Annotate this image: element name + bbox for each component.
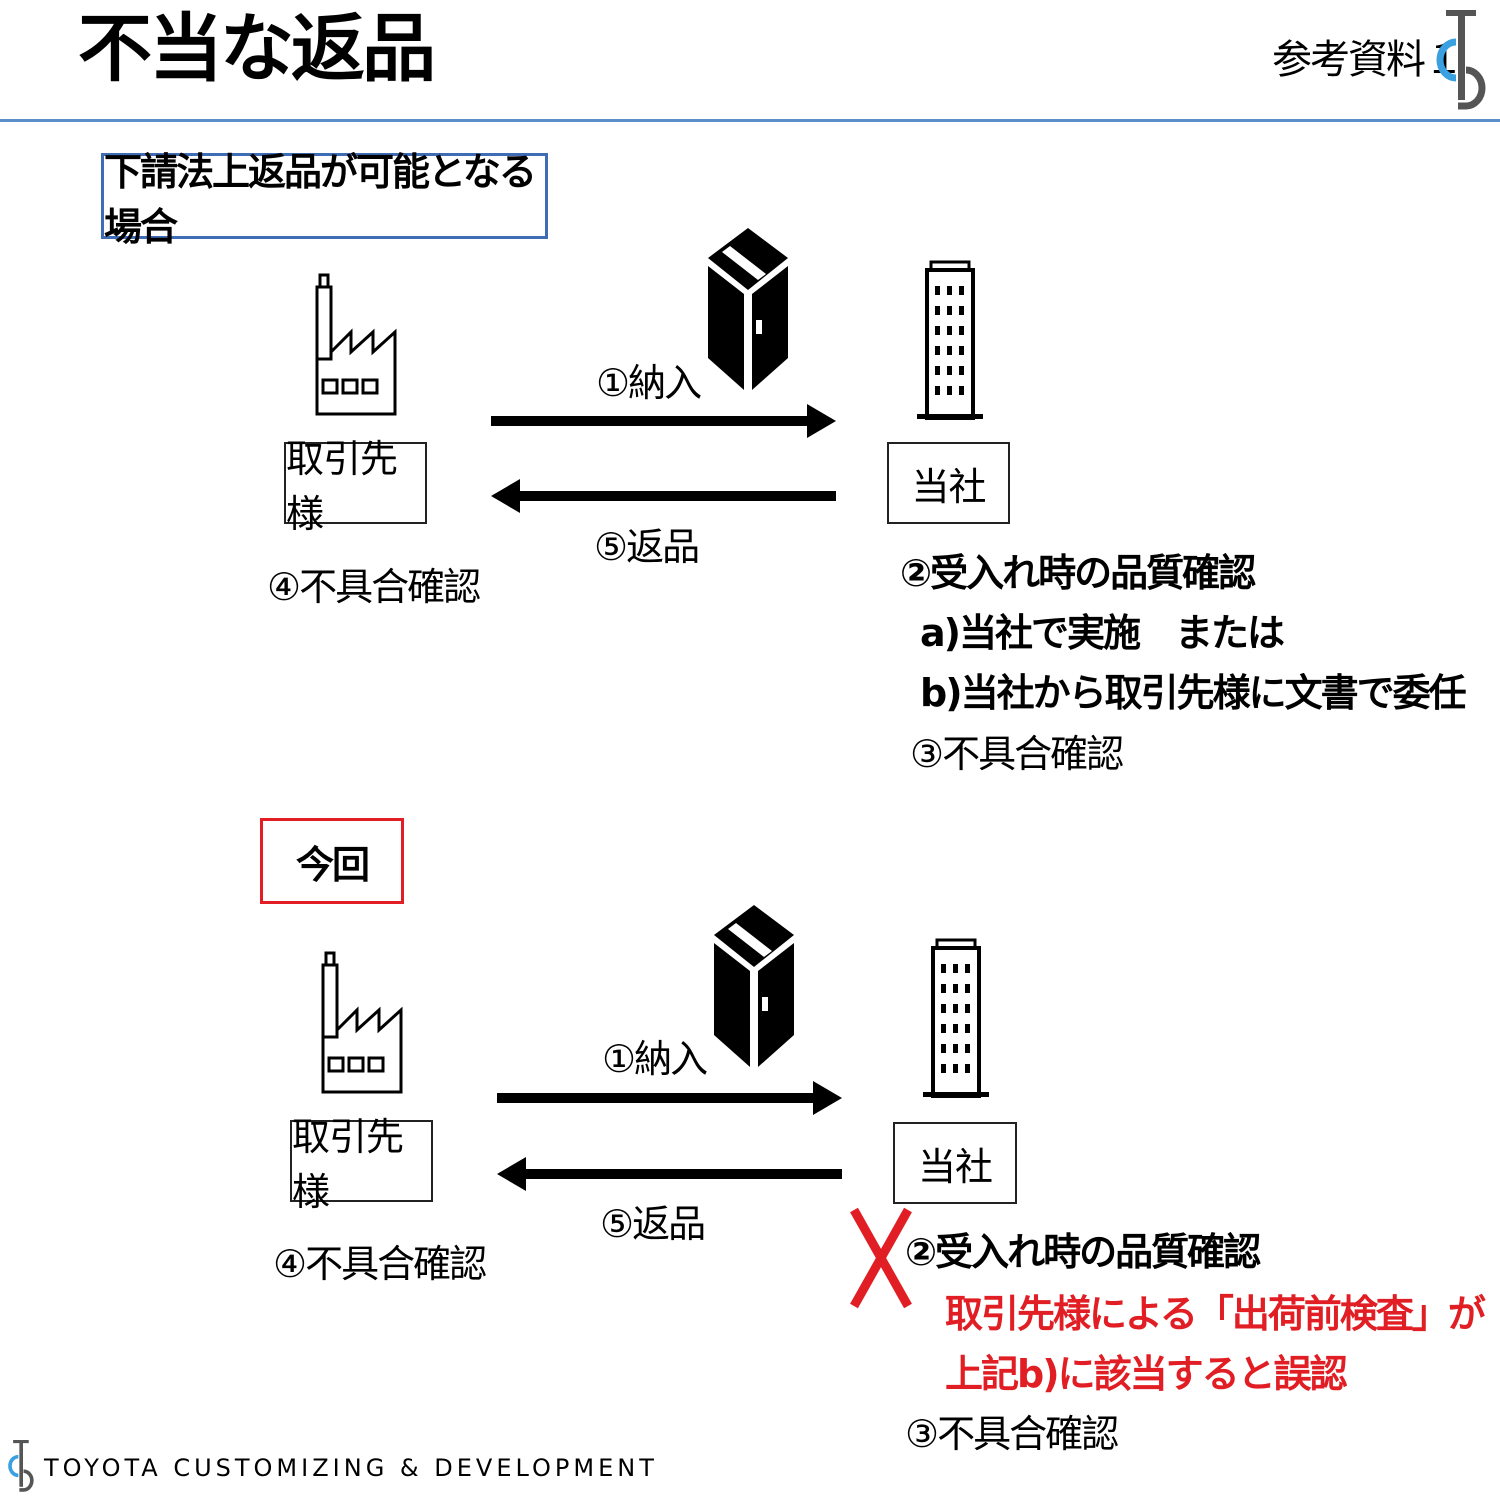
company-box: 当社 [887, 442, 1010, 524]
company-check-label: ③不具合確認 [910, 732, 1124, 776]
inspection-option-a: a)当社で実施 または [920, 611, 1285, 655]
logo-icon [8, 1440, 34, 1492]
supplier-check-label: ④不具合確認 [267, 565, 481, 609]
logo-icon [1436, 10, 1486, 110]
return-label: ⑤返品 [600, 1202, 706, 1246]
arrow-left-icon [497, 1157, 842, 1191]
inspection-note-1: 取引先様による「出荷前検査」が [945, 1292, 1486, 1336]
company-box: 当社 [893, 1122, 1017, 1204]
arrow-right-icon [497, 1081, 842, 1115]
cross-icon [850, 1207, 912, 1309]
case-current-label: 今回 [260, 818, 404, 904]
factory-icon [321, 951, 403, 1094]
arrow-left-icon [491, 479, 836, 513]
case-allowed-label: 下請法上返品が可能となる場合 [101, 150, 548, 249]
inspection-note-2: 上記b)に該当すると誤認 [945, 1352, 1348, 1396]
supplier-box: 取引先様 [284, 437, 427, 536]
box-icon [708, 228, 788, 390]
footer-company: TOYOTA CUSTOMIZING & DEVELOPMENT [44, 1454, 658, 1482]
deliver-label: ①納入 [602, 1037, 708, 1081]
reference-label: 参考資料１ [1272, 37, 1464, 83]
building-icon [923, 938, 989, 1098]
factory-icon [315, 273, 397, 416]
supplier-check-label: ④不具合確認 [273, 1242, 487, 1286]
supplier-box: 取引先様 [290, 1115, 433, 1214]
header-divider [0, 119, 1500, 122]
box-icon [714, 905, 794, 1067]
inspection-title: ②受入れ時の品質確認 [905, 1230, 1261, 1274]
company-check-label: ③不具合確認 [905, 1412, 1119, 1456]
arrow-right-icon [491, 404, 836, 438]
inspection-option-b: b)当社から取引先様に文書で委任 [920, 671, 1467, 715]
return-label: ⑤返品 [594, 525, 700, 569]
page-title: 不当な返品 [78, 6, 436, 92]
inspection-title: ②受入れ時の品質確認 [900, 551, 1256, 595]
building-icon [917, 260, 983, 420]
deliver-label: ①納入 [596, 361, 702, 405]
